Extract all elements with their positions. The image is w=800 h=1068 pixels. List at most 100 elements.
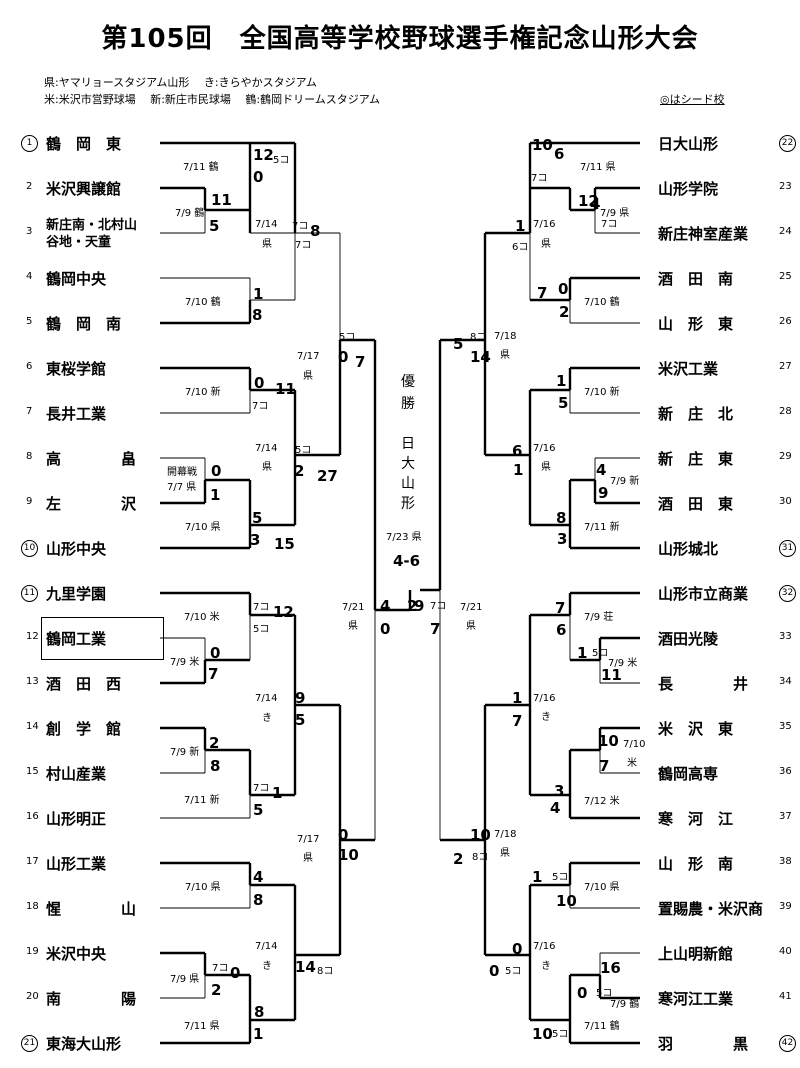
score-70: 8コ: [470, 332, 487, 343]
team-name-41: 寒河江工業: [658, 990, 734, 1008]
team-number-33: 33: [779, 631, 792, 642]
score-39: 8: [253, 891, 264, 909]
seed-marker-22: 22: [779, 135, 796, 152]
match-meta-10: 開幕戦: [167, 467, 197, 478]
team-name-4: 鶴岡中央: [46, 270, 107, 288]
team-name-30: 酒 田 東: [658, 495, 734, 513]
seed-marker-32: 32: [779, 585, 796, 602]
score-63: 4: [596, 461, 607, 479]
score-27: 0: [210, 644, 221, 662]
match-meta-32: 7/10 鶴: [584, 297, 620, 308]
team-number-28: 28: [779, 406, 792, 417]
score-79: 3: [554, 782, 565, 800]
match-meta-3: 県: [262, 239, 272, 250]
team-name-35: 米 沢 東: [658, 720, 734, 738]
score-40: 7コ: [212, 963, 229, 974]
match-meta-8: 7/14: [255, 443, 278, 454]
score-57: 7コ: [601, 219, 618, 230]
score-95: 2: [453, 850, 464, 868]
team-number-23: 23: [779, 181, 792, 192]
score-88: 5コ: [505, 966, 522, 977]
team-number-30: 30: [779, 496, 792, 507]
match-meta-38: 7/9 新: [610, 476, 640, 487]
match-meta-45: き: [541, 712, 551, 723]
team-number-16: 16: [26, 811, 39, 822]
team-number-2: 2: [26, 181, 33, 192]
team-name-33: 酒田光陵: [658, 630, 719, 648]
team-number-36: 36: [779, 766, 792, 777]
champion-team-char-0: 日: [401, 436, 415, 452]
score-49: 2: [407, 597, 418, 615]
score-37: 10: [338, 846, 359, 864]
team-number-8: 8: [26, 451, 33, 462]
score-31: 2: [209, 734, 220, 752]
score-21: 5コ: [339, 332, 356, 343]
team-name-26: 山 形 東: [658, 315, 734, 333]
team-number-29: 29: [779, 451, 792, 462]
venue-legend-line-1: 県:ヤマリョースタジアム山形 き:きらやかスタジアム: [44, 76, 317, 89]
match-meta-28: 7/11 県: [580, 162, 616, 173]
score-76: 11: [601, 666, 622, 684]
match-meta-21: 7/17: [297, 834, 320, 845]
match-meta-27: 7/11 県: [184, 1021, 220, 1032]
match-meta-39: 7/11 新: [584, 522, 620, 533]
team-number-15: 15: [26, 766, 39, 777]
match-meta-17: 7/14: [255, 693, 278, 704]
team-number-4: 4: [26, 271, 33, 282]
team-name-20: 南 陽: [46, 990, 137, 1008]
match-meta-55: 7/11 鶴: [584, 1021, 620, 1032]
team-number-25: 25: [779, 271, 792, 282]
team-number-19: 19: [26, 946, 39, 957]
match-meta-1: 7/9 鶴: [175, 208, 205, 219]
match-meta-40: 7/21: [460, 602, 483, 613]
score-90: 5コ: [552, 1029, 569, 1040]
team-name-14: 創 学 館: [46, 720, 122, 738]
score-66: 3: [557, 530, 568, 548]
score-23: 7: [355, 353, 366, 371]
champion-label-char-1: 勝: [401, 396, 415, 412]
seed-marker-11: 11: [21, 585, 38, 602]
match-meta-50: 県: [500, 848, 510, 859]
match-meta-19: 7/9 新: [170, 747, 200, 758]
team-name-1: 鶴 岡 東: [46, 135, 122, 153]
score-35: 5: [253, 801, 264, 819]
score-22: 0: [338, 348, 349, 366]
team-number-7: 7: [26, 406, 33, 417]
match-meta-16: 7/9 米: [170, 657, 200, 668]
team-number-20: 20: [26, 991, 39, 1002]
match-meta-43: 7/9 米: [608, 658, 638, 669]
score-17: 15: [274, 535, 295, 553]
match-meta-37: 県: [541, 462, 551, 473]
score-9: 7コ: [295, 240, 312, 251]
match-meta-25: き: [262, 961, 272, 972]
team-name-5: 鶴 岡 南: [46, 315, 122, 333]
team-number-39: 39: [779, 901, 792, 912]
score-4: 5: [209, 217, 220, 235]
team-number-40: 40: [779, 946, 792, 957]
final-date: 7/23 県: [386, 532, 422, 543]
score-18: 5コ: [295, 445, 312, 456]
team-number-27: 27: [779, 361, 792, 372]
team-name-39: 置賜農・米沢商: [658, 900, 764, 918]
team-name-22: 日大山形: [658, 135, 719, 153]
team-name-21: 東海大山形: [46, 1035, 122, 1053]
match-meta-36: 7/16: [533, 443, 556, 454]
score-89: 10: [532, 1025, 553, 1043]
score-81: 10: [598, 732, 619, 750]
team-number-5: 5: [26, 316, 33, 327]
score-80: 4: [550, 799, 561, 817]
score-41: 0: [230, 964, 241, 982]
match-meta-41: 県: [466, 621, 476, 632]
final-score: 4-6: [393, 552, 421, 570]
score-25: 12: [273, 603, 294, 621]
score-14: 1: [210, 486, 221, 504]
score-5: 1: [253, 285, 264, 303]
score-67: 6: [512, 442, 523, 460]
score-99: 7: [430, 620, 441, 638]
team-number-13: 13: [26, 676, 39, 687]
score-50: 1: [515, 217, 526, 235]
team-name-23: 山形学院: [658, 180, 719, 198]
champion-label-char-0: 優: [401, 374, 415, 390]
score-46: 8コ: [317, 966, 334, 977]
score-94: 10: [470, 826, 491, 844]
